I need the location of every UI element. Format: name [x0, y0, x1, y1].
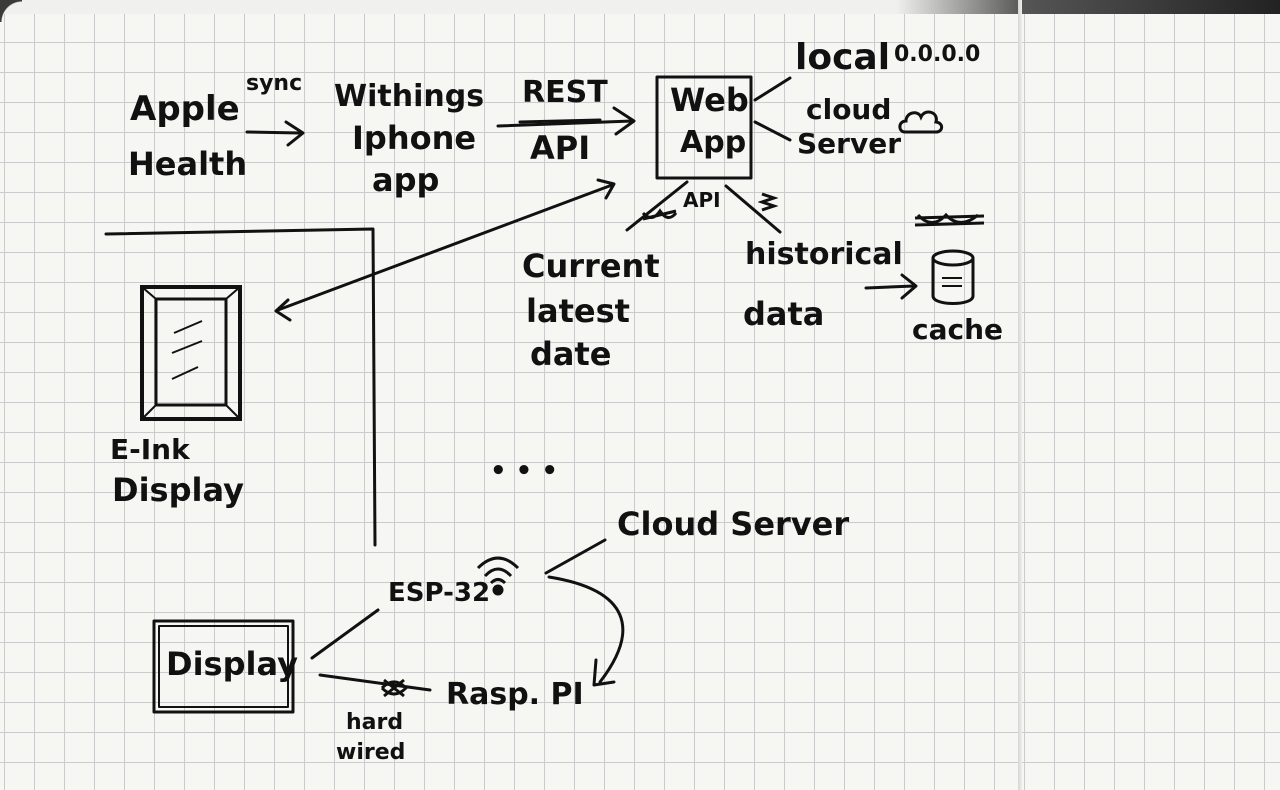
latest-label: latest: [526, 292, 630, 330]
cloud-server-bottom-label: Cloud Server: [617, 505, 850, 543]
withings-label: Withings: [334, 79, 485, 114]
line-display-rasp: [318, 673, 432, 692]
wired-label: wired: [336, 740, 406, 765]
local-label: local: [795, 37, 891, 78]
arrow-eink-webapp: [274, 178, 616, 322]
apple-health-label: Apple: [130, 89, 240, 129]
display-box: [152, 619, 295, 714]
scribble-mark-right: [758, 192, 778, 212]
apple-health-label-2: Health: [128, 145, 248, 183]
arrow-cloud-rasp: [547, 575, 625, 687]
line-api-left: [625, 180, 689, 232]
ellipsis-mark: • • •: [490, 456, 558, 486]
page-top-edge: [0, 0, 1280, 14]
line-display-esp: [310, 608, 380, 660]
rasp-pi-label: Rasp. PI: [446, 677, 584, 712]
cloud-icon: [898, 110, 944, 134]
rest-api-divider: [518, 118, 602, 124]
line-cloud-esp: [544, 538, 607, 575]
scribble-mark-api: [641, 208, 678, 221]
historical-label: historical: [745, 237, 903, 272]
page-fold: [1018, 0, 1022, 790]
web-app-box: [655, 75, 753, 180]
local-ip-label: 0.0.0.0: [894, 42, 981, 67]
web-app-label: Web: [670, 81, 749, 119]
line-to-local: [753, 76, 792, 102]
arrow-sync: [245, 120, 305, 147]
arrow-rest-api: [496, 106, 636, 136]
esp32-label: ESP-32: [388, 578, 491, 608]
cloud-server-top-label: cloud: [806, 93, 892, 126]
api-branch-label: API: [683, 188, 721, 212]
current-label: Current: [522, 247, 660, 285]
eink-frame: [104, 227, 377, 547]
eink-display-icon: [140, 285, 242, 421]
web-app-label-2: App: [680, 125, 747, 160]
database-icon: [931, 249, 975, 305]
rest-label: REST: [522, 75, 608, 110]
withings-iphone-label: Iphone: [352, 119, 477, 157]
eink-display-label: Display: [112, 471, 244, 509]
line-to-cloud: [753, 120, 792, 142]
sync-label: sync: [246, 71, 303, 96]
eink-label: E-Ink: [110, 433, 190, 466]
cache-label: cache: [912, 313, 1004, 346]
wifi-icon: [476, 556, 520, 596]
display-label: Display: [166, 645, 298, 683]
cloud-server-top-label-2: Server: [797, 127, 902, 160]
line-api-right: [724, 184, 782, 234]
arrow-historical-cache: [864, 273, 918, 300]
hard-label: hard: [346, 710, 404, 735]
page-corner: [0, 0, 22, 22]
scribble-mark: [914, 212, 985, 227]
data-label: data: [743, 295, 825, 333]
date-label: date: [530, 335, 612, 373]
api-label-rest: API: [530, 129, 591, 167]
withings-app-label: app: [372, 161, 440, 199]
display-box-inner: [158, 625, 289, 708]
scribble-mark-wire: [380, 678, 409, 698]
